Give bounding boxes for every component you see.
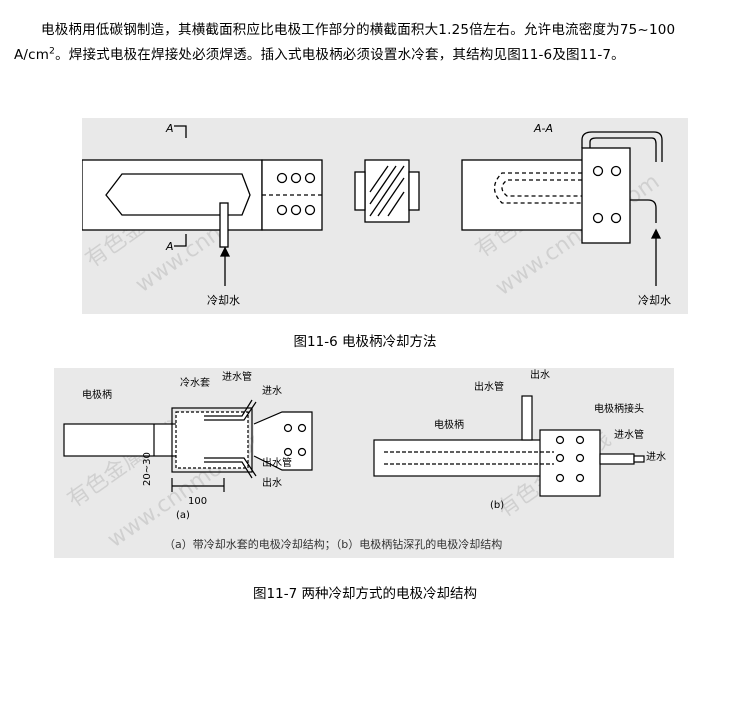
tag-b: (b) [490, 500, 504, 511]
superscript-2: 2 [49, 46, 56, 57]
cooling-water-label-left: 冷却水 [207, 294, 240, 307]
label-b-outlet-pipe: 出水管 [474, 380, 504, 393]
label-b-joint: 电极柄接头 [594, 402, 644, 415]
label-a-handle: 电极柄 [82, 388, 112, 401]
dim-a-height: 20~30 [142, 452, 153, 486]
figure-11-6-caption: 图11-6 电极柄冷却方法 [293, 334, 437, 350]
electrode-handle-side-view [81, 125, 323, 286]
section-a-a-view [461, 131, 663, 286]
tag-a: (a) [176, 510, 190, 521]
figure-11-7-subcaption: （a）带冷却水套的电极冷却结构；（b）电极柄钻深孔的电极冷却结构 [164, 537, 502, 551]
section-a-a-title: A-A [533, 122, 553, 135]
section-mark-a-top: A [165, 122, 174, 135]
cross-section [354, 159, 420, 223]
cooling-water-label-right: 冷却水 [638, 294, 671, 307]
paragraph-text-1: 电极柄用低碳钢制造，其横截面积应比电极工作部分的横截面积大1.25倍左右。允许电… [14, 22, 676, 63]
figure-11-6: 有色金属在线 www.cnnmol.com 有色金属在线 www.cnnmol.… [81, 118, 688, 314]
label-b-water-in: 进水 [646, 451, 666, 463]
structure-a [63, 399, 313, 492]
label-a-water-out: 出水 [262, 476, 282, 489]
label-a-jacket: 冷水套 [180, 376, 210, 389]
label-a-water-in: 进水 [262, 385, 282, 397]
section-mark-a-bottom: A [165, 240, 174, 253]
figure-11-7-caption: 图11-7 两种冷却方式的电极冷却结构 [253, 586, 477, 602]
label-b-inlet-pipe: 进水管 [614, 428, 644, 441]
body-paragraph: 电极柄用低碳钢制造，其横截面积应比电极工作部分的横截面积大1.25倍左右。允许电… [14, 18, 716, 68]
label-a-outlet: 出水管 [262, 456, 292, 469]
dim-a-length: 100 [188, 496, 207, 507]
figure-11-7-drawing: 有色金属在线 www.cnnmol.com 有色金属在线 电极柄 冷水套 进水管… [63, 368, 666, 553]
figure-11-6-drawing: 有色金属在线 www.cnnmol.com 有色金属在线 www.cnnmol.… [81, 122, 671, 307]
label-b-handle: 电极柄 [434, 418, 464, 431]
label-a-inlet: 进水管 [222, 370, 252, 383]
figure-11-7: 有色金属在线 www.cnnmol.com 有色金属在线 电极柄 冷水套 进水管… [54, 368, 674, 558]
paragraph-text-2: 。焊接式电极在焊接处必须焊透。插入式电极柄必须设置水冷套，其结构见图11-6及图… [55, 47, 625, 63]
structure-b [373, 395, 645, 497]
label-b-water-out: 出水 [530, 368, 550, 381]
